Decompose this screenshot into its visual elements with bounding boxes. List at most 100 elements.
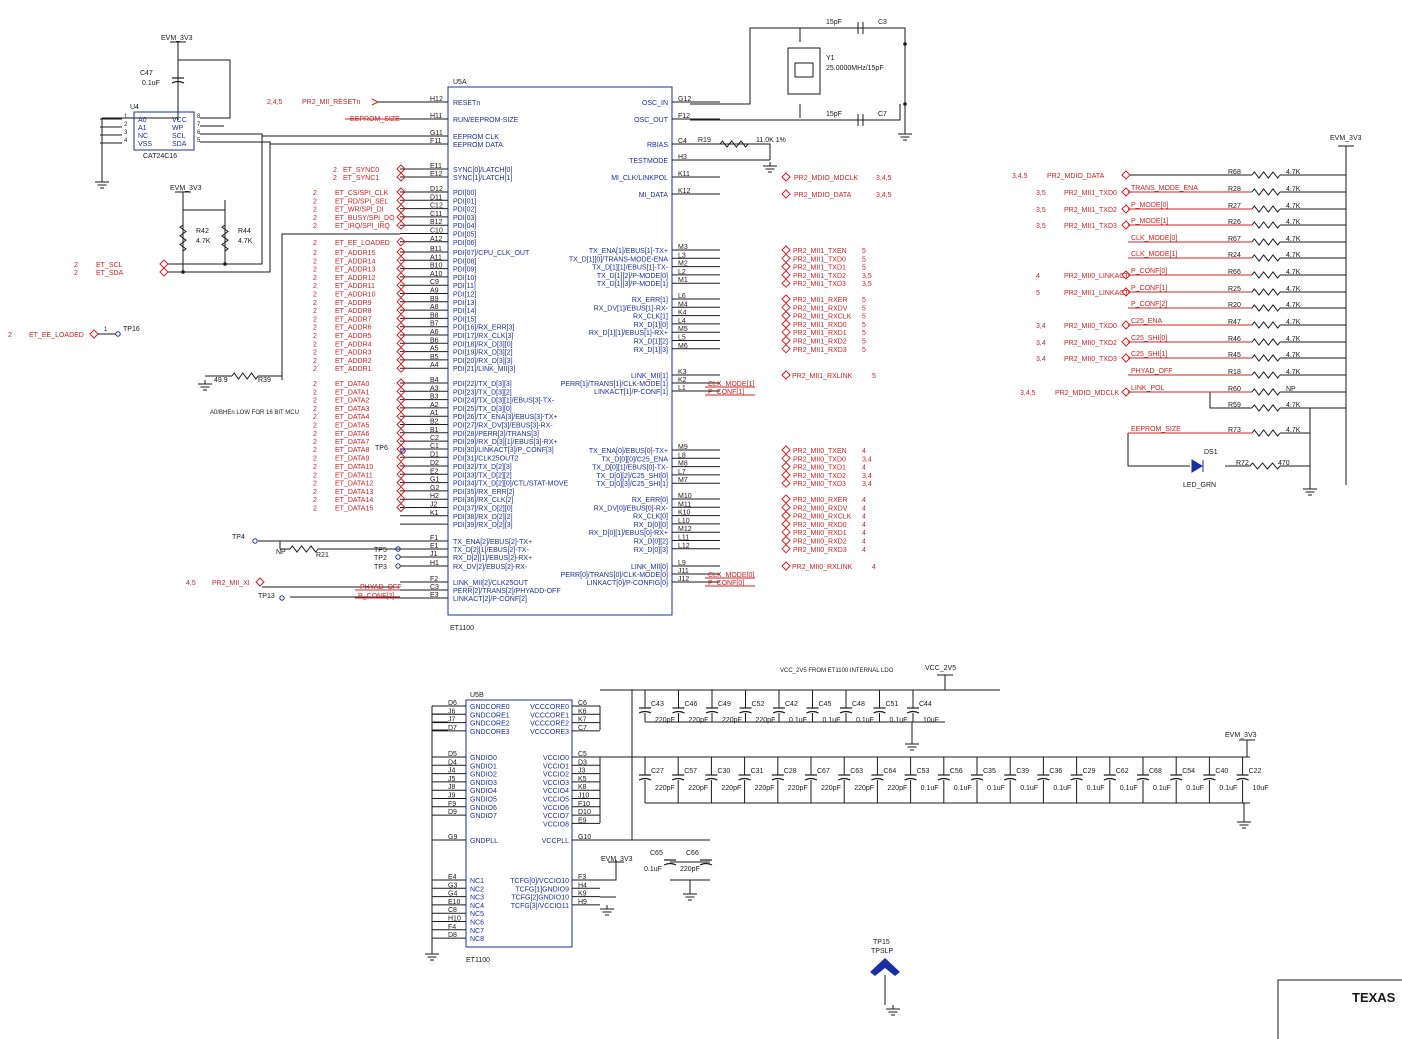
io-cap-value: 0.1uF <box>1219 785 1237 792</box>
offpage-connector <box>781 494 791 504</box>
net-sheet-ref: 3,4,5 <box>876 192 892 199</box>
net-name: PR2_MII0_RXD0 <box>793 522 847 529</box>
u5b-left-pin-name: GNDIO0 <box>470 755 497 762</box>
ds1-ref: DS1 <box>1204 449 1218 456</box>
u5b-left-pin-num: F4 <box>448 924 456 931</box>
u5b-right-pin-name: VCCIO0 <box>543 755 569 762</box>
u5a-left-pin-num: E3 <box>430 592 439 599</box>
net-name: PR2_MII0_RXER <box>793 497 847 504</box>
net-name: ET_EE_LOADED <box>29 332 84 339</box>
ldo-note: VCC_2V5 FROM ET1100 INTERNAL LDO <box>780 668 894 674</box>
u5a-right-pin-num: M8 <box>678 461 688 468</box>
test-point-tp15: TP15 TPSLP <box>870 939 901 1016</box>
net-name: ET_ADDR7 <box>335 316 372 323</box>
net-name: ET_DATA5 <box>335 423 369 430</box>
u5b-right-pin-name: VCCIO3 <box>543 780 569 787</box>
u5b-left-pin-num: J8 <box>448 784 456 791</box>
u5a-left-pin-num: D11 <box>430 194 442 201</box>
net-name: PR2_MII1_TXEN <box>793 248 847 255</box>
io-cap-value: 0.1uF <box>1186 785 1204 792</box>
u5a-left-pin-num: C10 <box>430 228 443 235</box>
core-cap-plate2 <box>638 710 652 714</box>
net-sheet-ref: 3,5 <box>1036 207 1046 214</box>
strap-res-value: 4.7K <box>1286 252 1301 259</box>
u5b-left-pin-name: GNDCORE0 <box>470 704 510 711</box>
io-cap-ref: C30 <box>717 768 730 775</box>
net-name: ET_ADDR1 <box>335 366 372 373</box>
tp15-part: TPSLP <box>871 948 894 955</box>
u5a-left-pin-num: C9 <box>430 279 439 286</box>
io-cap-ref: C62 <box>1116 768 1129 775</box>
offpage-connector <box>396 469 406 480</box>
tp15-ref: TP15 <box>873 939 890 946</box>
net-name: C25_ENA <box>1131 318 1162 325</box>
offpage-connector <box>396 419 406 430</box>
offpage-connector <box>396 212 406 222</box>
u5b-right-pin-num: J3 <box>578 768 586 775</box>
u5a-left-pin-num: B1 <box>430 427 439 434</box>
offpage-connector <box>159 259 169 269</box>
io-cap-value: 220pF <box>821 785 841 792</box>
u5a-left-pin-num: C2 <box>430 435 439 442</box>
net-name: PR2_MII0_RXD1 <box>793 530 847 537</box>
pullup-rail-label: EVM_3V3 <box>170 185 202 192</box>
net-sheet-ref: 2 <box>313 267 317 274</box>
net-name: PR2_MII1_TXD2 <box>793 273 846 280</box>
u5a-right-pin-name: RX_D[1][0] <box>634 322 668 329</box>
u5a-right-pin-num: K10 <box>678 510 691 517</box>
u5a-left-pin-name: PDI[34]/TX_D[2][0]/CTL/STAT-MOVE <box>453 481 569 488</box>
u5a-right-pin-num: M11 <box>678 501 691 508</box>
u5b-left-pin-name: NC7 <box>470 928 484 935</box>
net-sheet-ref: 2 <box>313 207 317 214</box>
u5a-left-pin-num: B12 <box>430 219 443 226</box>
offpage-connector <box>396 394 406 405</box>
u5a-right-pin-num: M2 <box>678 261 688 268</box>
u5a-left-pin-name: RX_D[2][1]/EBUS[2]-RX+ <box>453 555 532 562</box>
u5b-left-pin-num: D9 <box>448 809 457 816</box>
net-sheet-ref: 2 <box>313 389 317 396</box>
ds1-led <box>1191 459 1203 473</box>
u5a-left-pin-name: PDI[00] <box>453 190 476 197</box>
offpage-connector <box>396 203 406 214</box>
strap-res-value: 4.7K <box>1286 319 1301 326</box>
net-sheet-ref: 4 <box>862 547 866 554</box>
u5a-right-pin-name: TX_D[0][2]/C25_SHI[0] <box>596 473 668 480</box>
net-sheet-ref: 2 <box>313 464 317 471</box>
u5a-left-pin-name: PDI[32]/TX_D[2][3] <box>453 464 512 471</box>
u5b-left-pin-num: J4 <box>448 768 456 775</box>
offpage-connector <box>781 510 791 521</box>
net-name: PR2_MDIO_MDCLK <box>1055 390 1120 397</box>
net-sheet-ref: 2,4,5 <box>267 99 283 106</box>
u5a-right-pin-num: G12 <box>678 96 691 103</box>
u5a-right-pin-num: K11 <box>678 171 690 178</box>
net-name: PR2_MII0_RXD3 <box>793 547 847 554</box>
offpage-connector <box>396 436 406 446</box>
net-name: ET_DATA10 <box>335 464 373 471</box>
net-name: ET_ADDR2 <box>335 358 372 365</box>
u5a-left-pin-num: F11 <box>430 138 442 145</box>
u5b-right-pin-num: C6 <box>578 700 587 707</box>
net-name: PR2_MII0_TXD0 <box>1064 323 1117 330</box>
net-sheet-ref: 2 <box>74 270 78 277</box>
net-name: ET_ADDR14 <box>335 258 376 265</box>
u5a-left-pin-name: RUN/EEPROM-SIZE <box>453 117 519 124</box>
u5a-left-pin-num: G11 <box>430 130 443 137</box>
offpage-connector <box>781 344 791 354</box>
u5a-left-pin-name: PDI[15] <box>453 316 476 323</box>
u5b-right-pin-name: VCCIO8 <box>543 821 569 828</box>
offpage-connector <box>396 338 406 349</box>
net-name: ET_ADDR15 <box>335 250 376 257</box>
offpage-connector <box>781 527 791 537</box>
u5b-left-pin-name: GNDCORE2 <box>470 721 510 728</box>
u5a-left-pin-num: B5 <box>430 354 439 361</box>
u5a-left-pin-name: PDI[18]/RX_D[3][0] <box>453 341 513 348</box>
core-cap-ref: C48 <box>852 701 865 708</box>
u5a-left-pin-num: G2 <box>430 485 439 492</box>
u5a-left-pin-num: H2 <box>430 493 439 500</box>
y1-body <box>787 47 821 95</box>
u5a-left-pin-name: PDI[07]/CPU_CLK_OUT <box>453 250 530 257</box>
u5a-left-pin-num: G1 <box>430 477 439 484</box>
io-cap-value: 220pF <box>655 785 675 792</box>
